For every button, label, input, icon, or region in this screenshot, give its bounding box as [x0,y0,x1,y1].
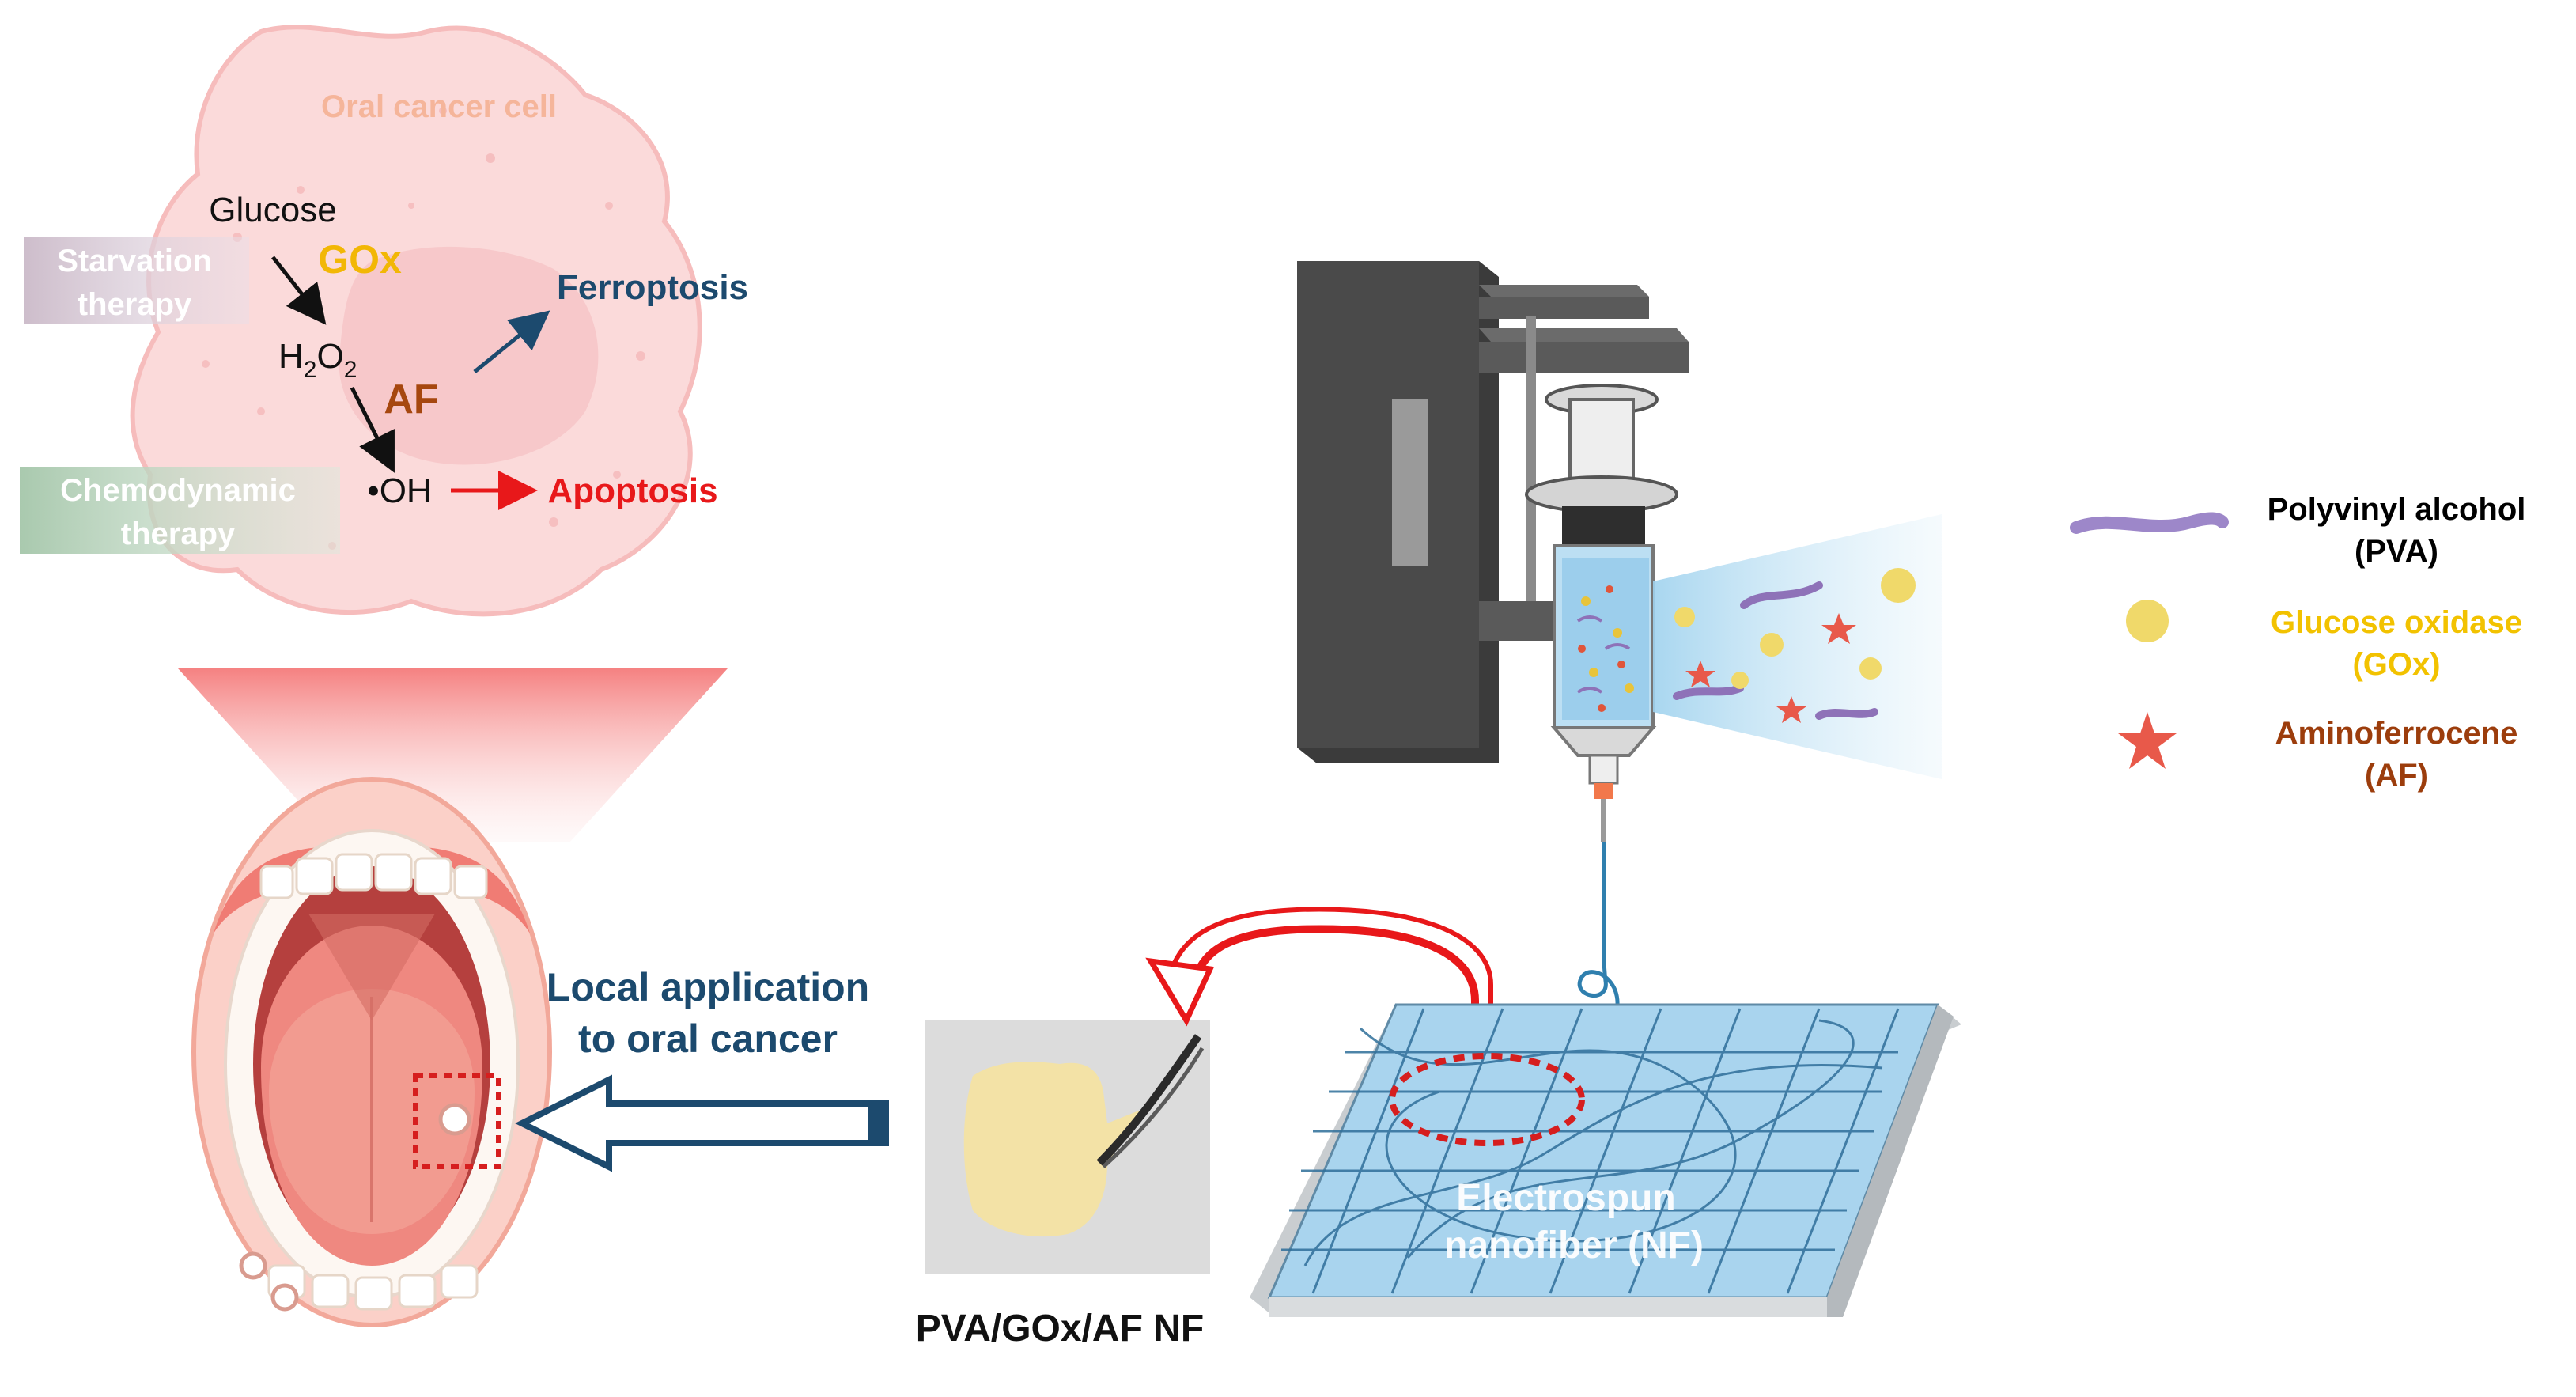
lesion-target-box [413,1073,501,1169]
legend-af-line1: Aminoferrocene [2275,716,2518,751]
hydroxyl-radical-label: •OH [367,471,431,510]
product-label: PVA/GOx/AF NF [916,1308,1204,1350]
nanofiber-mesh [1281,1008,1900,1294]
legend-gox-line1: Glucose oxidase [2271,605,2522,640]
chemodynamic-banner [20,467,340,554]
application-arrow [515,1074,889,1172]
spray-particles [1673,568,1916,723]
cell-title: Oral cancer cell [321,89,557,124]
legend-pva-line1: Polyvinyl alcohol [2268,492,2526,527]
arrow-to-ferroptosis [473,310,550,373]
mat-label-line1: Electrospun [1456,1177,1675,1219]
arrow-glucose-to-h2o2 [271,256,327,325]
pva-fiber-icon [2070,512,2229,534]
chemodynamic-label-line2: therapy [121,517,236,551]
application-label-line2: to oral cancer [578,1017,838,1061]
open-mouth-illustration [191,777,552,1327]
sample-return-arrow [1190,925,1479,1028]
application-label-line1: Local application [547,965,869,1009]
gox-sphere-icon [2126,600,2169,642]
apoptosis-label: Apoptosis [547,471,717,510]
nanofiber-sample-photo [925,1020,1210,1274]
glucose-label: Glucose [209,191,336,229]
chemodynamic-label-line1: Chemodynamic [60,473,296,508]
electrospinning-stand [1297,261,1689,763]
spray-cone [1653,514,1942,779]
arrow-h2o2-to-oh [350,386,395,473]
legend-gox-line2: (GOx) [2352,647,2440,682]
starvation-label-line1: Starvation [57,244,212,278]
legend: Polyvinyl alcohol (PVA) Glucose oxidase … [2070,492,2526,793]
af-label: AF [384,377,438,422]
cell-nucleus [339,246,599,465]
ferroptosis-label: Ferroptosis [557,268,748,307]
mat-label-line2: nanofiber (NF) [1444,1225,1704,1266]
starvation-banner [24,237,249,324]
starvation-label-line2: therapy [78,287,192,322]
legend-af-line2: (AF) [2365,758,2428,793]
sample-region-highlight [1389,1053,1585,1146]
af-star-icon [2118,712,2177,769]
gox-label: GOx [318,237,402,282]
legend-pva-line2: (PVA) [2355,534,2438,569]
syringe [1525,384,1678,842]
h2o2-label: H2O2 [278,337,357,383]
